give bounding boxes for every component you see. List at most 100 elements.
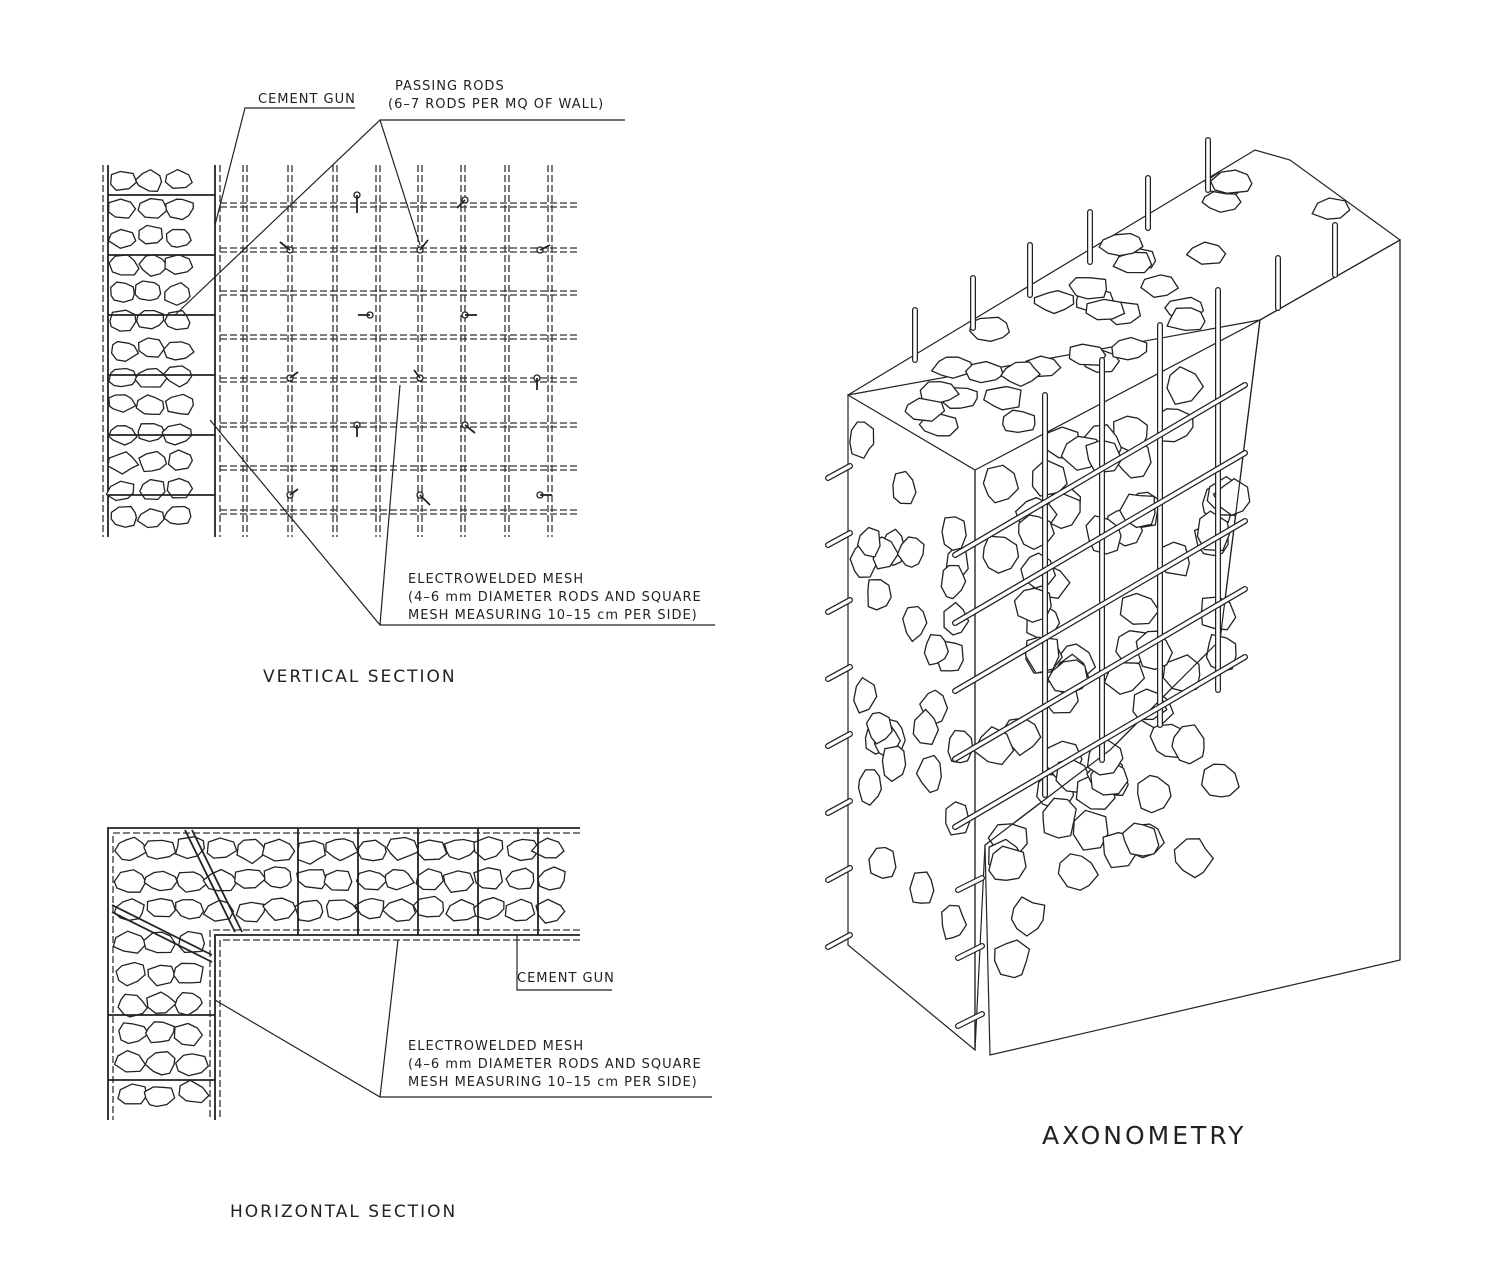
passing-rod xyxy=(279,241,291,251)
leader-lines xyxy=(214,935,712,1098)
stone xyxy=(1212,477,1251,516)
stone xyxy=(175,898,205,920)
mesh-detail-2: MESH MEASURING 10–15 cm PER SIDE) xyxy=(408,608,698,623)
stone xyxy=(261,897,297,922)
electrowelded-mesh-grid xyxy=(220,165,580,537)
stone xyxy=(1002,409,1036,434)
stone xyxy=(143,870,178,892)
stone xyxy=(865,711,893,745)
stone xyxy=(137,197,169,219)
stone xyxy=(941,904,968,940)
stone xyxy=(896,536,925,568)
stone xyxy=(172,962,204,984)
passing-rod xyxy=(419,239,429,251)
stone xyxy=(164,168,194,189)
passing-rod xyxy=(456,199,466,209)
stone xyxy=(146,991,178,1014)
vertical-section-stones xyxy=(105,168,215,529)
passing-rods xyxy=(279,191,552,506)
stone xyxy=(1311,197,1351,220)
stone xyxy=(504,898,536,922)
stone xyxy=(138,254,169,278)
stone xyxy=(1098,232,1144,257)
stone xyxy=(930,356,974,379)
stone xyxy=(357,839,387,862)
stone xyxy=(537,866,566,891)
stone xyxy=(164,281,191,306)
mesh-label: ELECTROWELDED MESH xyxy=(408,1039,584,1054)
stone xyxy=(146,897,177,918)
stone xyxy=(109,309,137,332)
stone xyxy=(1068,343,1107,366)
stone xyxy=(412,895,445,918)
stone xyxy=(235,901,267,923)
stone xyxy=(1072,809,1109,851)
mesh-rod xyxy=(826,866,852,882)
stone xyxy=(143,931,177,954)
stone xyxy=(164,254,194,275)
stone xyxy=(162,365,193,388)
stone xyxy=(165,228,192,248)
stone xyxy=(174,1053,210,1077)
passing-rod xyxy=(289,488,299,496)
stone xyxy=(849,421,875,460)
stone xyxy=(115,961,146,987)
mesh-detail-2: MESH MEASURING 10–15 cm PER SIDE) xyxy=(408,1075,698,1090)
mesh-rod xyxy=(826,464,852,480)
vertical-section: CEMENT GUN PASSING RODS (6–7 RODS PER MQ… xyxy=(102,79,715,687)
mesh-rod xyxy=(826,933,852,949)
stone xyxy=(1068,276,1108,300)
stone xyxy=(867,579,892,611)
mesh-rod xyxy=(956,944,984,960)
wall-top-face xyxy=(847,149,1402,396)
vertical-section-title: VERTICAL SECTION xyxy=(263,667,457,687)
stone xyxy=(416,839,448,861)
axonometry: AXONOMETRY xyxy=(825,137,1402,1150)
stone xyxy=(442,870,475,894)
stone xyxy=(164,393,194,416)
stone xyxy=(1000,361,1042,388)
stone xyxy=(354,897,385,920)
stone xyxy=(143,1086,176,1108)
stone xyxy=(105,480,135,502)
stone xyxy=(857,769,882,807)
mesh-rod xyxy=(826,598,852,614)
horizontal-section-passing-rods xyxy=(111,829,243,963)
stone xyxy=(988,845,1027,881)
stone xyxy=(107,451,140,475)
stone xyxy=(113,869,147,893)
mesh-rod xyxy=(953,383,1247,557)
stone xyxy=(134,280,162,302)
stone xyxy=(530,837,565,859)
stone xyxy=(108,367,138,388)
horizontal-section: CEMENT GUN ELECTROWELDED MESH (4–6 mm DI… xyxy=(107,827,712,1222)
mesh-rod xyxy=(953,655,1247,829)
stone xyxy=(868,846,897,879)
stone xyxy=(167,449,194,471)
stone xyxy=(112,930,148,954)
stone xyxy=(473,896,505,921)
stone xyxy=(206,837,238,859)
passing-rod xyxy=(419,494,431,506)
stone xyxy=(892,470,917,505)
cement-gun-label: CEMENT GUN xyxy=(517,971,615,986)
stone xyxy=(445,898,478,922)
stone xyxy=(234,868,267,889)
mesh-rod xyxy=(956,1012,984,1028)
stone xyxy=(1111,336,1148,361)
stone xyxy=(143,839,177,860)
mesh-rod xyxy=(826,531,852,547)
stone xyxy=(1033,290,1075,315)
passing-rods-detail: (6–7 RODS PER MQ OF WALL) xyxy=(388,97,604,112)
stone xyxy=(147,964,176,987)
stone xyxy=(107,198,137,219)
stone xyxy=(114,836,150,862)
stone xyxy=(113,1049,147,1073)
mesh-label: ELECTROWELDED MESH xyxy=(408,572,584,587)
stone xyxy=(381,898,417,922)
stone xyxy=(902,605,928,643)
mesh-rod xyxy=(826,732,852,748)
stone xyxy=(117,993,149,1018)
stone xyxy=(506,838,541,862)
vertical-section-wall xyxy=(102,165,221,537)
